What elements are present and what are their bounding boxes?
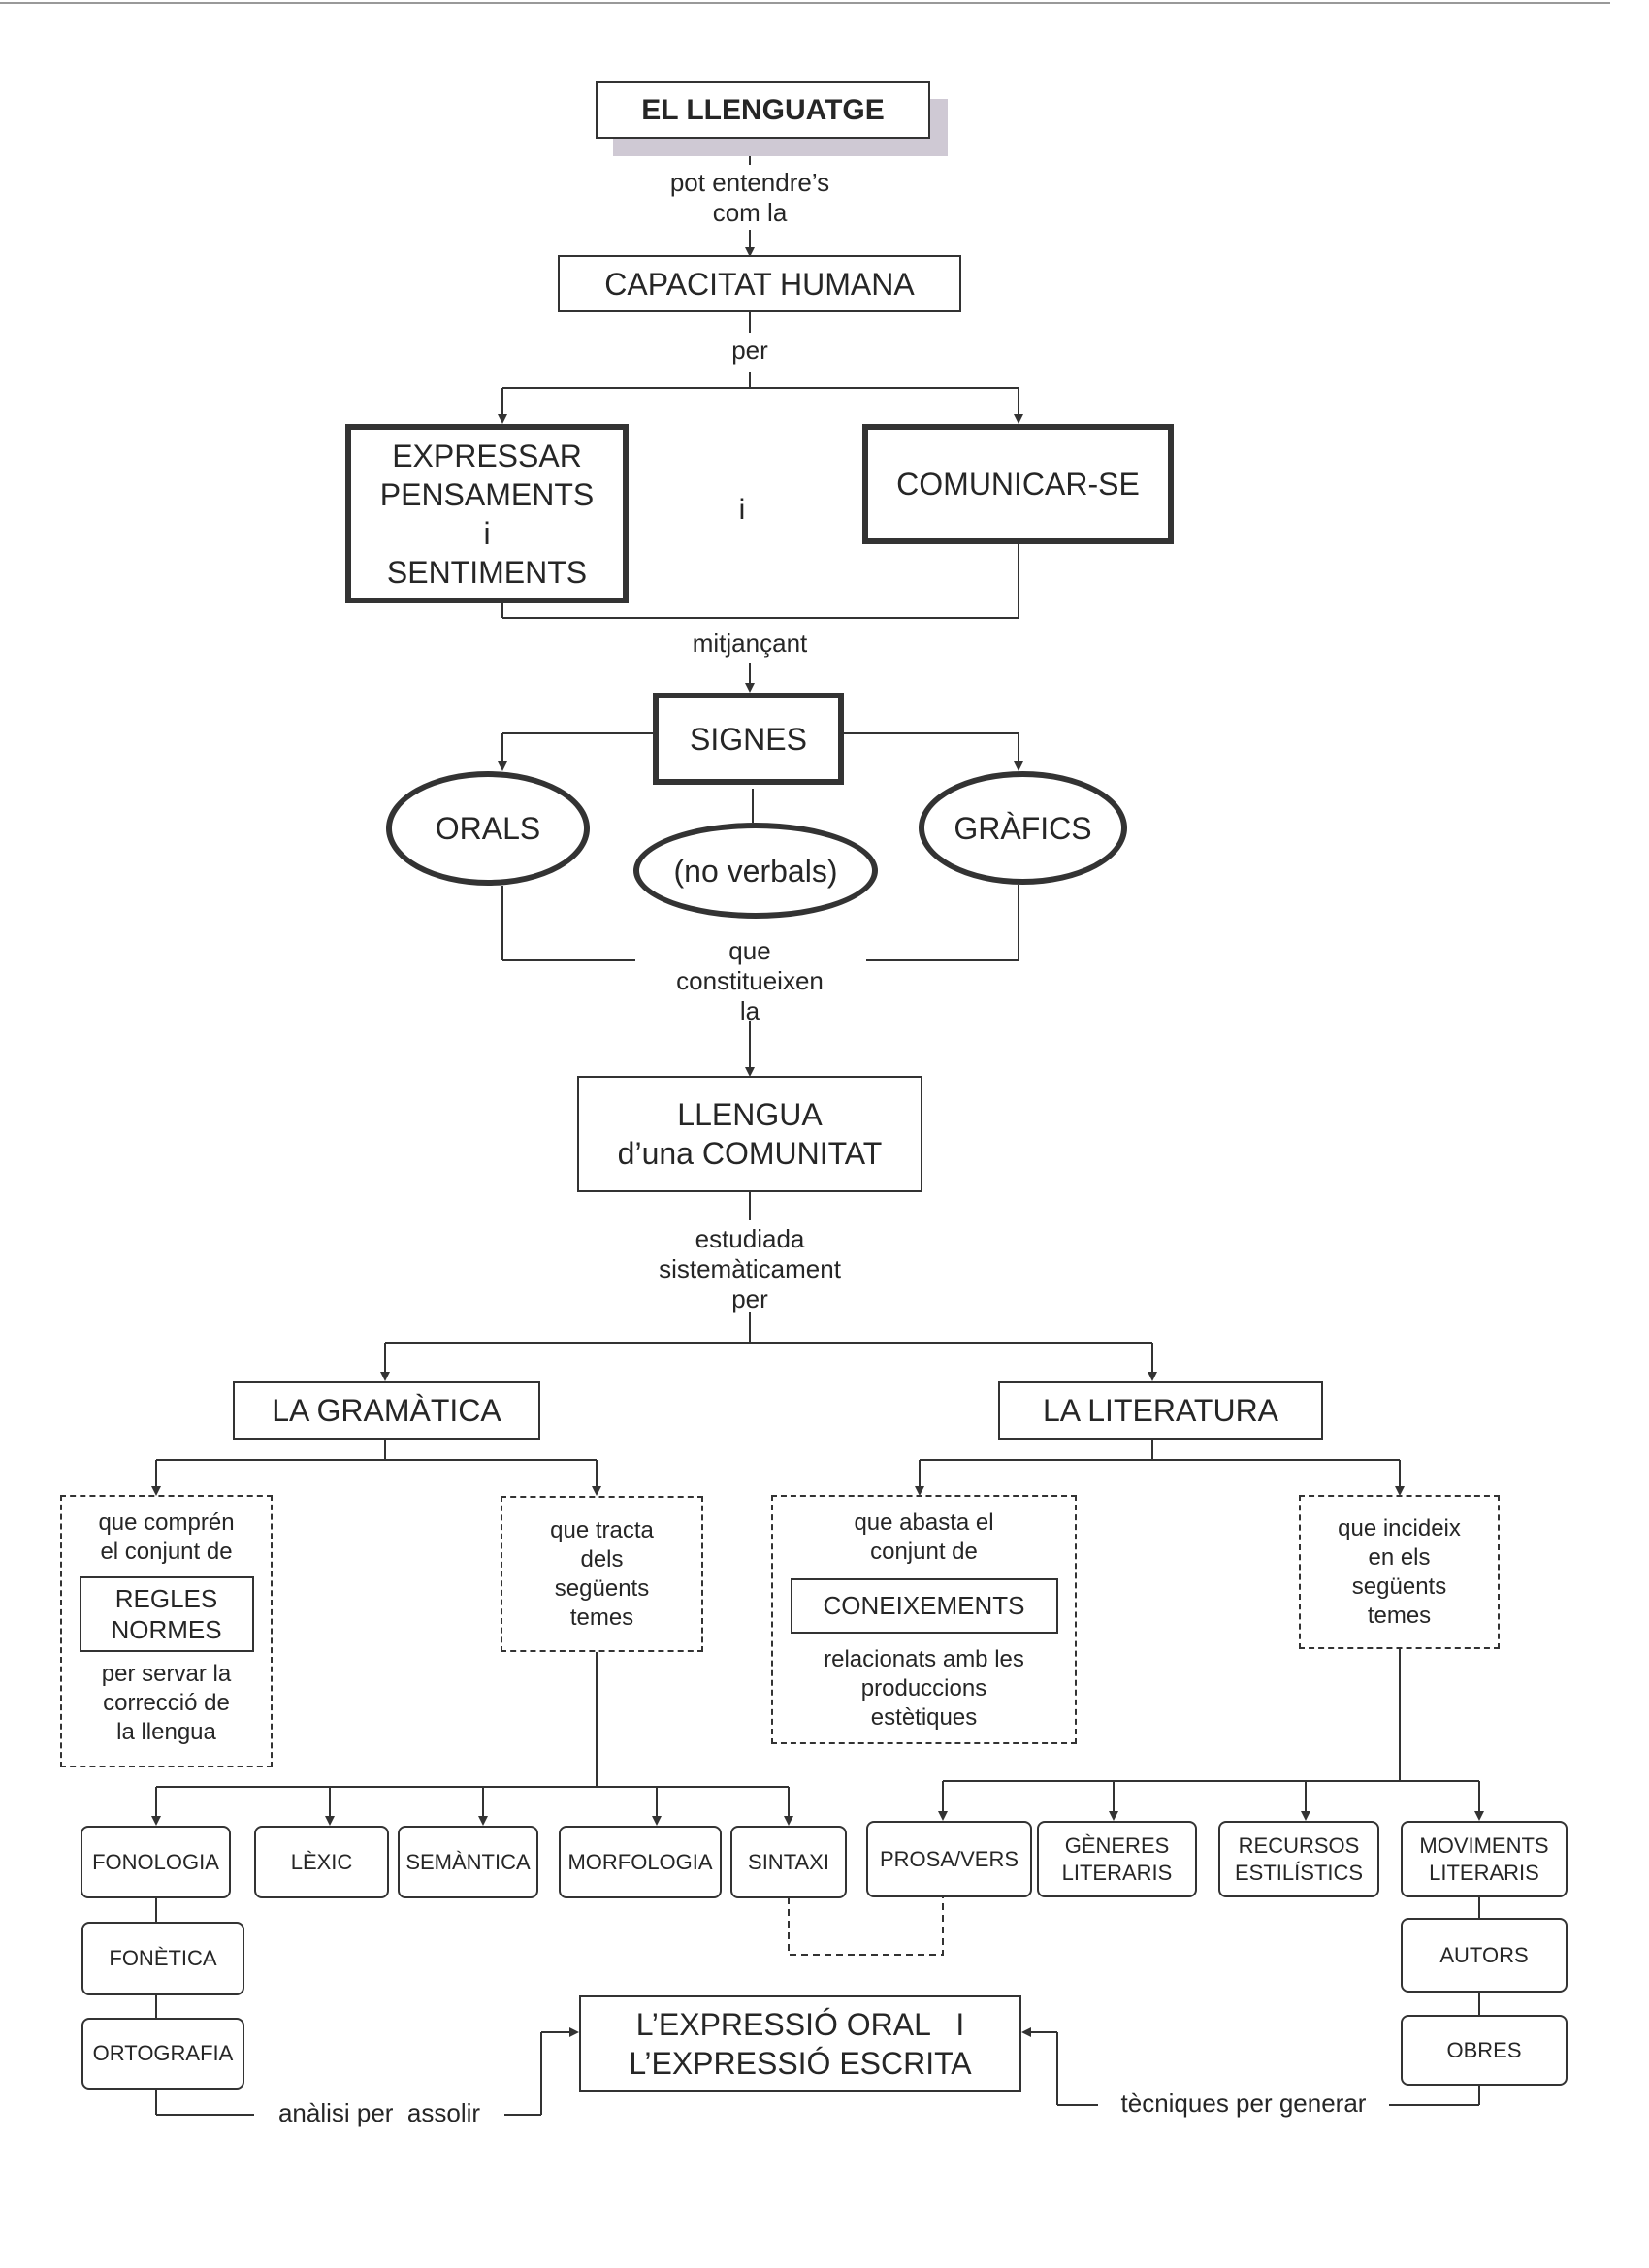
topic-moviments-literaris: MOVIMENTS LITERARIS [1401,1821,1568,1897]
note-abasta: que abasta el conjunt de CONEIXEMENTS re… [771,1495,1077,1744]
node-capacitat-humana: CAPACITAT HUMANA [558,255,961,312]
node-la-gramatica: LA GRAMÀTICA [233,1381,540,1440]
node-llengua: LLENGUA d’una COMUNITAT [577,1076,922,1192]
title-box: EL LLENGUATGE [596,81,930,139]
node-grafics: GRÀFICS [919,771,1127,885]
topic-generes-literaris: GÈNERES LITERARIS [1037,1821,1197,1897]
link-estudiada: estudiada sistemàticament per [659,1224,841,1314]
note-compren: que comprén el conjunt de REGLES NORMES … [60,1495,273,1767]
topic-autors: AUTORS [1401,1918,1568,1993]
node-expressio: L’EXPRESSIÓ ORAL I L’EXPRESSIÓ ESCRITA [579,1995,1021,2092]
note-tracta: que tracta dels següents temes [501,1496,703,1652]
link-i: i [738,494,746,526]
topic-semantica: SEMÀNTICA [398,1826,538,1898]
topic-prosa-vers: PROSA/VERS [866,1821,1032,1897]
topic-lexic: LÈXIC [254,1826,389,1898]
topic-fonetica: FONÈTICA [81,1922,244,1995]
link-per: per [731,336,768,365]
link-que-constitueixen: que constitueixen la [676,936,824,1026]
topic-morfologia: MORFOLOGIA [559,1826,722,1898]
node-la-literatura: LA LITERATURA [998,1381,1323,1440]
node-orals: ORALS [386,771,590,886]
link-pot-entendre: pot entendre’s com la [669,168,830,228]
link-analisi: anàlisi per assolir [277,2098,481,2127]
link-mitjancant: mitjançant [692,629,808,658]
note-incideix: que incideix en els següents temes [1299,1495,1500,1649]
topic-ortografia: ORTOGRAFIA [81,2018,244,2090]
node-regles-normes: REGLES NORMES [79,1576,254,1652]
node-no-verbals: (no verbals) [633,823,878,919]
node-coneixements: CONEIXEMENTS [790,1578,1058,1634]
node-expressar: EXPRESSAR PENSAMENTS i SENTIMENTS [345,424,629,603]
topic-fonologia: FONOLOGIA [81,1826,231,1898]
title-text: EL LLENGUATGE [641,93,885,126]
node-signes: SIGNES [653,693,844,785]
topic-recursos-estilistics: RECURSOS ESTILÍSTICS [1218,1821,1379,1897]
topic-sintaxi: SINTAXI [730,1826,847,1898]
node-comunicar: COMUNICAR-SE [862,424,1174,544]
link-tecniques: tècniques per generar [1120,2089,1367,2118]
topic-obres: OBRES [1401,2015,1568,2086]
